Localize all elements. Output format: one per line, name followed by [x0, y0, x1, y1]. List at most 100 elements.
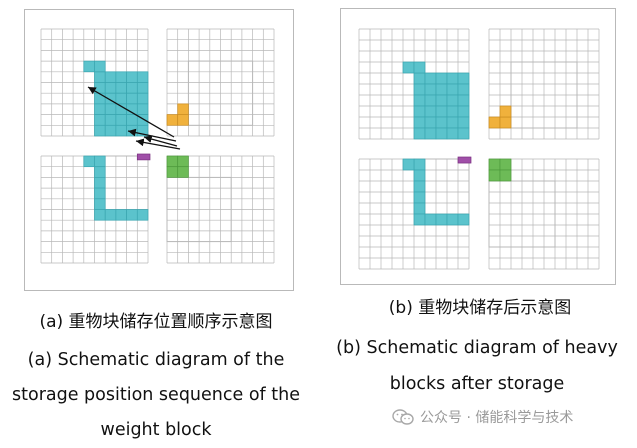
panel-a-inner-top-right	[187, 60, 254, 126]
panel-b-teal-l-8	[446, 213, 459, 226]
panel-b-teal-top-4	[457, 72, 470, 85]
panel-a-teal-top-22	[115, 114, 127, 126]
panel-b-teal-top-26	[424, 127, 437, 140]
panel-a-teal-top-23	[126, 114, 138, 126]
panel-b-green-2	[488, 169, 501, 182]
panel-b-teal-top-23	[446, 116, 459, 129]
panel-b-teal-top-2	[435, 72, 448, 85]
panel-b-teal-top-8	[446, 83, 459, 96]
panel-a-teal-l-8	[126, 209, 138, 221]
panel-b-teal-top-15	[413, 105, 426, 118]
panel-a-teal-top-29	[136, 124, 149, 137]
panel-a-teal-top-31	[94, 60, 106, 73]
panel-a-green-2	[166, 166, 179, 178]
panel-b-caption-en: (b) Schematic diagram of heavy blocks af…	[336, 338, 618, 394]
panel-b-teal-top-3	[446, 72, 459, 85]
panel-a-teal-l-10	[83, 155, 95, 168]
panel-a-teal-top-19	[136, 103, 149, 115]
panel-b-inner-bottom-right	[488, 180, 556, 248]
panel-b-teal-top-30	[402, 61, 415, 74]
panel-a-teal-l-6	[104, 209, 117, 221]
panel-a-inner-bottom-right	[166, 176, 232, 243]
panel-b-teal-top-20	[413, 116, 426, 129]
panel-b-teal-top-21	[424, 116, 437, 129]
panel-b-teal-top-19	[457, 105, 470, 118]
panel-b-teal-top-12	[435, 94, 448, 107]
panel-b-teal-top-29	[457, 127, 470, 140]
panel-a-arrow-2	[143, 135, 178, 147]
panel-a-orange-0	[166, 114, 179, 126]
panel-b-teal-l-10	[402, 158, 415, 171]
panel-b-teal-l-7	[435, 213, 448, 226]
panel-a-caption-cn: (a) 重物块储存位置顺序示意图	[39, 312, 273, 332]
panel-a-teal-top-14	[136, 92, 149, 105]
panel-a-teal-top-8	[126, 82, 138, 94]
panel-a-teal-l-7	[115, 209, 127, 221]
panel-b-teal-top-17	[435, 105, 448, 118]
panel-a-teal-top-16	[104, 103, 117, 115]
panel-b-teal-l-2	[413, 180, 426, 193]
panel-b-purple	[457, 156, 472, 164]
panel-a-teal-l-4	[94, 198, 106, 210]
panel-b-orange-2	[499, 105, 512, 118]
panel-a-teal-top-20	[94, 114, 106, 126]
panel-b-teal-top-27	[435, 127, 448, 140]
panel-a-teal-top-0	[94, 71, 106, 83]
panel-b-frame	[340, 8, 616, 285]
panel-b-teal-l-0	[413, 158, 426, 171]
panel-b-green-0	[488, 158, 501, 171]
panel-a-teal-top-6	[104, 82, 117, 94]
panel-b-teal-top-11	[424, 94, 437, 107]
panel-a-diagram	[40, 28, 275, 264]
panel-a-teal-top-27	[115, 124, 127, 137]
panel-a-arrow-3	[135, 138, 181, 150]
panel-b-caption-cn: (b) 重物块储存后示意图	[388, 298, 572, 318]
panel-b-teal-l-5	[413, 213, 426, 226]
watermark: 公众号 · 储能科学与技术	[392, 404, 624, 430]
panel-b-teal-top-9	[457, 83, 470, 96]
panel-b-teal-top-25	[413, 127, 426, 140]
panel-b-teal-l-4	[413, 202, 426, 215]
panel-a-caption-en: (a) Schematic diagram of the storage pos…	[12, 350, 300, 440]
panel-b-diagram	[358, 28, 600, 270]
panel-a-teal-top-10	[94, 92, 106, 105]
panel-a-frame	[24, 9, 294, 291]
panel-b-teal-top-14	[457, 94, 470, 107]
panel-a-teal-top-1	[104, 71, 117, 83]
panel-b-teal-top-16	[424, 105, 437, 118]
watermark-text: 公众号 · 储能科学与技术	[420, 410, 574, 426]
panel-a-teal-l-9	[136, 209, 149, 221]
panel-a-orange-1	[177, 114, 189, 126]
panel-b-teal-top-7	[435, 83, 448, 96]
panel-b-teal-top-22	[435, 116, 448, 129]
panel-b-teal-top-13	[446, 94, 459, 107]
panel-a-teal-l-1	[94, 166, 106, 178]
panel-a-teal-top-3	[126, 71, 138, 83]
panel-a-purple	[136, 153, 151, 161]
panel-b-teal-l-1	[413, 169, 426, 182]
panel-b-teal-top-0	[413, 72, 426, 85]
panel-a-teal-l-5	[94, 209, 106, 221]
panel-a-teal-top-9	[136, 82, 149, 94]
panel-a-teal-top-21	[104, 114, 117, 126]
panel-b-teal-top-31	[413, 61, 426, 74]
panel-b-teal-top-1	[424, 72, 437, 85]
panel-a-teal-l-2	[94, 177, 106, 189]
panel-a-teal-top-15	[94, 103, 106, 115]
panel-a-arrow-0	[87, 86, 175, 138]
panel-b-teal-top-10	[413, 94, 426, 107]
panel-b-teal-top-5	[413, 83, 426, 96]
panel-a-teal-top-2	[115, 71, 127, 83]
panel-a-green-0	[166, 155, 179, 168]
panel-a-teal-top-4	[136, 71, 149, 83]
panel-b-teal-l-9	[457, 213, 470, 226]
wechat-icon	[392, 409, 414, 425]
panel-b-teal-top-24	[457, 116, 470, 129]
panel-a-green-1	[177, 155, 189, 168]
panel-a-teal-top-26	[104, 124, 117, 137]
panel-b-teal-top-28	[446, 127, 459, 140]
panel-b-orange-0	[488, 116, 501, 129]
panel-b-green-3	[499, 169, 512, 182]
panel-b-teal-l-6	[424, 213, 437, 226]
panel-a-teal-top-25	[94, 124, 106, 137]
